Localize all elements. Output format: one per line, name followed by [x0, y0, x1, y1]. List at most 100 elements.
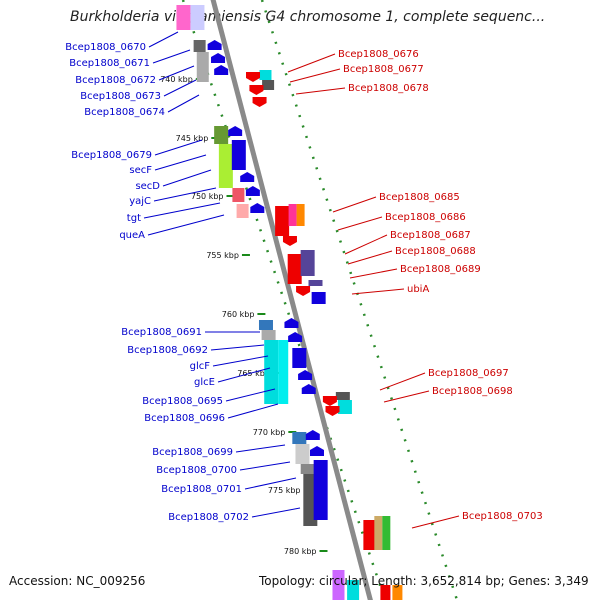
- gene-arrow[interactable]: [284, 318, 299, 328]
- left-label-Bcep1808_0700-leader: [239, 461, 291, 471]
- gene-block[interactable]: [332, 570, 345, 600]
- kbp-tick-label: 755 kbp: [206, 251, 239, 260]
- gene-arrow[interactable]: [252, 97, 267, 107]
- left-label-queA[interactable]: queA: [119, 230, 145, 241]
- left-label-Bcep1808_0679[interactable]: Bcep1808_0679: [71, 150, 152, 161]
- gene-arrow[interactable]: [240, 172, 255, 182]
- gene-block[interactable]: [214, 126, 229, 144]
- gene-block[interactable]: [292, 432, 307, 444]
- gene-block[interactable]: [308, 280, 323, 286]
- gene-block[interactable]: [196, 52, 209, 82]
- gene-block[interactable]: [313, 460, 328, 520]
- left-label-glcF[interactable]: glcF: [190, 361, 211, 372]
- gene-block[interactable]: [292, 348, 307, 368]
- gene-block[interactable]: [380, 585, 391, 600]
- gene-block[interactable]: [300, 250, 315, 276]
- left-label-Bcep1808_0671[interactable]: Bcep1808_0671: [69, 58, 150, 69]
- gene-block[interactable]: [296, 204, 305, 226]
- gene-block[interactable]: [363, 520, 376, 550]
- gene-block[interactable]: [232, 188, 245, 202]
- gene-arrow[interactable]: [214, 65, 229, 75]
- kbp-tick-label: 745 kbp: [176, 134, 209, 143]
- gene-block[interactable]: [236, 204, 249, 218]
- left-label-Bcep1808_0674[interactable]: Bcep1808_0674: [84, 107, 165, 118]
- gene-arrow[interactable]: [249, 85, 264, 95]
- left-label-secD[interactable]: secD: [135, 181, 160, 192]
- gene-block[interactable]: [176, 5, 191, 30]
- gene-arrow[interactable]: [301, 384, 316, 394]
- right-label-Bcep1808_0686[interactable]: Bcep1808_0686: [385, 212, 466, 223]
- gene-block[interactable]: [382, 516, 391, 550]
- gene-block[interactable]: [259, 70, 272, 80]
- gene-block[interactable]: [275, 206, 290, 236]
- right-label-Bcep1808_0685[interactable]: Bcep1808_0685: [379, 192, 460, 203]
- gene-block[interactable]: [392, 585, 403, 600]
- gene-arrow[interactable]: [322, 396, 337, 406]
- gene-arrow[interactable]: [250, 203, 265, 213]
- right-label-Bcep1808_0676-leader: [287, 53, 336, 73]
- gene-arrow[interactable]: [309, 446, 324, 456]
- gene-block[interactable]: [278, 340, 289, 404]
- gene-block[interactable]: [337, 400, 352, 414]
- left-label-Bcep1808_0672-leader: [158, 65, 195, 81]
- right-label-ubiA[interactable]: ubiA: [407, 284, 429, 295]
- right-label-Bcep1808_0688-leader: [347, 250, 393, 265]
- gene-arrow[interactable]: [296, 286, 311, 296]
- left-label-Bcep1808_0672[interactable]: Bcep1808_0672: [75, 75, 156, 86]
- left-label-tgt-leader: [143, 202, 221, 219]
- gene-arrow[interactable]: [325, 406, 340, 416]
- gene-block[interactable]: [300, 464, 315, 474]
- left-label-Bcep1808_0695[interactable]: Bcep1808_0695: [142, 396, 223, 407]
- left-label-Bcep1808_0670[interactable]: Bcep1808_0670: [65, 42, 146, 53]
- left-label-Bcep1808_0673[interactable]: Bcep1808_0673: [80, 91, 161, 102]
- right-label-Bcep1808_0678-leader: [295, 87, 346, 95]
- left-label-tgt[interactable]: tgt: [127, 213, 141, 224]
- left-label-Bcep1808_0699[interactable]: Bcep1808_0699: [152, 447, 233, 458]
- gene-arrow[interactable]: [288, 332, 303, 342]
- gene-arrow[interactable]: [246, 72, 261, 82]
- gene-block[interactable]: [374, 516, 383, 550]
- gene-arrow[interactable]: [305, 430, 320, 440]
- right-label-Bcep1808_0698[interactable]: Bcep1808_0698: [432, 386, 513, 397]
- gene-block[interactable]: [288, 204, 297, 226]
- gene-block[interactable]: [193, 40, 206, 52]
- left-label-Bcep1808_0695-leader: [225, 388, 276, 402]
- left-label-glcE[interactable]: glcE: [194, 377, 215, 388]
- left-label-Bcep1808_0691[interactable]: Bcep1808_0691: [121, 327, 202, 338]
- gene-block[interactable]: [264, 340, 279, 404]
- right-label-Bcep1808_0687[interactable]: Bcep1808_0687: [390, 230, 471, 241]
- gene-block[interactable]: [231, 140, 246, 170]
- gene-block[interactable]: [311, 292, 326, 304]
- gene-block[interactable]: [347, 580, 360, 600]
- left-label-secF[interactable]: secF: [129, 165, 152, 176]
- right-label-Bcep1808_0685-leader: [332, 196, 377, 213]
- gene-arrow[interactable]: [228, 126, 243, 136]
- gene-block[interactable]: [258, 320, 273, 330]
- left-label-yajC[interactable]: yajC: [129, 196, 151, 207]
- gene-arrow[interactable]: [245, 186, 260, 196]
- left-label-Bcep1808_0702[interactable]: Bcep1808_0702: [168, 512, 249, 523]
- left-label-Bcep1808_0701[interactable]: Bcep1808_0701: [161, 484, 242, 495]
- right-label-Bcep1808_0703[interactable]: Bcep1808_0703: [462, 511, 543, 522]
- gene-block[interactable]: [335, 392, 350, 400]
- gene-arrow[interactable]: [298, 370, 313, 380]
- left-label-Bcep1808_0696[interactable]: Bcep1808_0696: [144, 413, 225, 424]
- gene-arrow[interactable]: [211, 53, 226, 63]
- gene-arrow[interactable]: [282, 236, 297, 246]
- right-label-Bcep1808_0676[interactable]: Bcep1808_0676: [338, 49, 419, 60]
- right-label-Bcep1808_0678[interactable]: Bcep1808_0678: [348, 83, 429, 94]
- gene-block[interactable]: [190, 5, 205, 30]
- gene-arrow[interactable]: [207, 40, 222, 50]
- right-label-Bcep1808_0688[interactable]: Bcep1808_0688: [395, 246, 476, 257]
- right-label-Bcep1808_0677[interactable]: Bcep1808_0677: [343, 64, 424, 75]
- left-label-Bcep1808_0692[interactable]: Bcep1808_0692: [127, 345, 208, 356]
- kbp-tick-label: 770 kbp: [253, 428, 286, 437]
- gene-block[interactable]: [261, 330, 276, 340]
- gene-block[interactable]: [287, 254, 302, 284]
- gene-block[interactable]: [295, 444, 310, 464]
- right-label-Bcep1808_0689[interactable]: Bcep1808_0689: [400, 264, 481, 275]
- left-label-Bcep1808_0700[interactable]: Bcep1808_0700: [156, 465, 237, 476]
- gene-block[interactable]: [262, 80, 275, 90]
- right-label-Bcep1808_0697[interactable]: Bcep1808_0697: [428, 368, 509, 379]
- gene-block[interactable]: [218, 144, 233, 188]
